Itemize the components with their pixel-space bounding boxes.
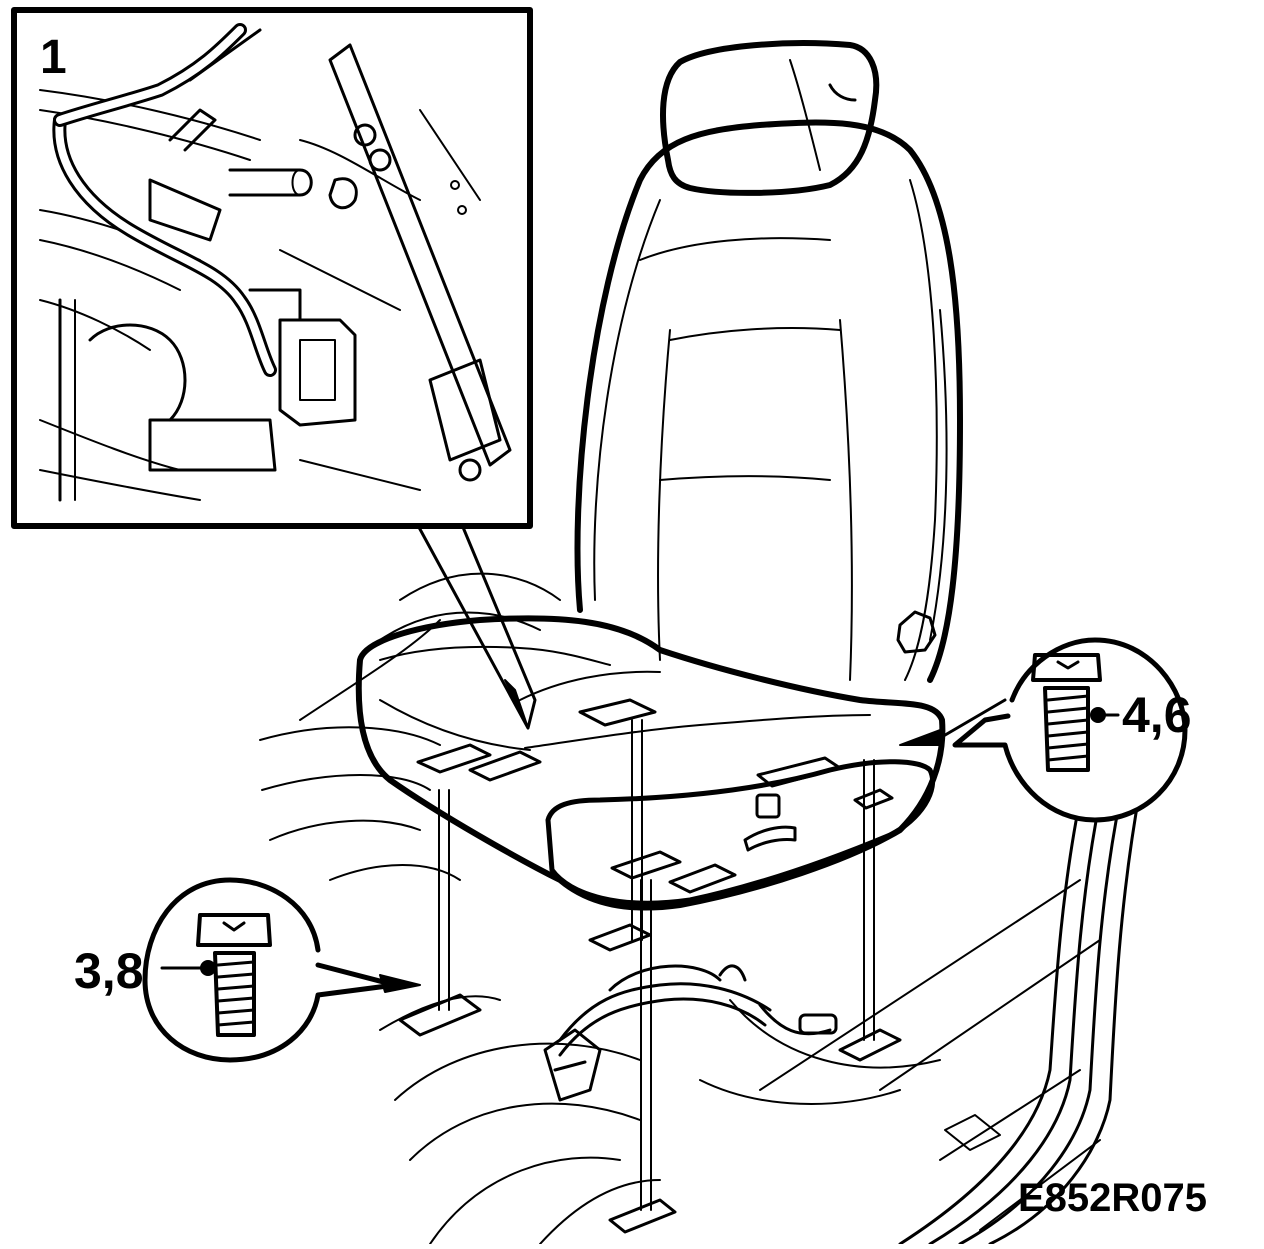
seat-headrest bbox=[663, 43, 876, 193]
floor-lines bbox=[260, 574, 1100, 1244]
bolt-guide-lines bbox=[439, 720, 874, 1210]
inset-detail bbox=[14, 10, 530, 526]
callout-left-label: 3,8 bbox=[74, 943, 144, 999]
callout-bolt-right bbox=[900, 640, 1185, 820]
callout-bolt-left bbox=[145, 880, 420, 1060]
inset-number-label: 1 bbox=[40, 31, 67, 84]
seat-cushion bbox=[359, 618, 943, 907]
wiring-harness bbox=[545, 966, 836, 1100]
door-sill bbox=[900, 790, 1140, 1244]
inset-pointer bbox=[415, 520, 535, 728]
seat-backrest bbox=[578, 123, 961, 680]
callout-right-label: 4,6 bbox=[1122, 687, 1192, 743]
figure-code: E852R075 bbox=[1018, 1176, 1208, 1220]
